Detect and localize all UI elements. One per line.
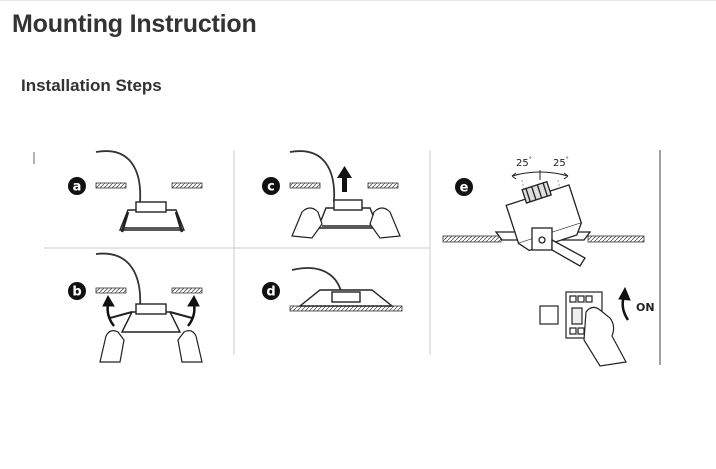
step-c-badge: c	[262, 177, 280, 195]
curved-arrow-up-icon	[102, 294, 200, 327]
top-divider	[0, 0, 716, 1]
hand-icon	[99, 330, 203, 363]
step-b-badge: b	[68, 282, 86, 300]
downlight-fixture	[316, 199, 380, 229]
power-cable	[289, 150, 336, 203]
step-a-panel: a	[68, 150, 203, 233]
step-d-letter: d	[266, 285, 275, 300]
switch-on-label: ON	[636, 301, 655, 314]
ceiling-right	[171, 182, 203, 189]
ceiling-surface	[289, 305, 403, 312]
step-d-panel: d	[262, 267, 403, 312]
hand-icon	[583, 306, 627, 367]
step-e-letter: e	[460, 181, 469, 196]
power-cable	[95, 150, 142, 203]
ceiling-left	[95, 287, 127, 294]
step-b-letter: b	[72, 285, 81, 300]
step-e-panel: e 25° 25°	[442, 156, 655, 367]
ceiling-right	[587, 235, 645, 243]
ceiling-right	[171, 287, 203, 294]
hand-icon	[291, 207, 401, 239]
section-title: Installation Steps	[21, 76, 162, 95]
step-c-panel: c	[262, 150, 401, 239]
step-a-badge: a	[68, 177, 86, 195]
ceiling-right	[367, 182, 399, 189]
step-b-panel: b	[68, 252, 203, 363]
installation-illustration: a b	[33, 150, 661, 367]
ceiling-left	[289, 182, 321, 189]
tilt-angle-right: 25°	[553, 156, 569, 169]
step-d-badge: d	[262, 282, 280, 300]
step-a-letter: a	[73, 180, 82, 195]
downlight-fixture	[298, 289, 394, 307]
curved-arrow-up-icon	[618, 286, 631, 321]
power-cable	[95, 252, 142, 309]
tilt-angle-left: 25°	[516, 156, 532, 169]
arrow-up-icon	[337, 166, 352, 192]
step-c-letter: c	[267, 180, 275, 195]
downlight-fixture	[118, 201, 186, 233]
downlight-fixture	[109, 303, 193, 333]
ceiling-left	[442, 235, 502, 243]
step-e-badge: e	[455, 178, 473, 196]
ceiling-left	[95, 182, 127, 189]
installation-diagram: a b	[0, 140, 716, 370]
page-title: Mounting Instruction	[12, 10, 257, 38]
tilted-downlight	[494, 180, 592, 267]
